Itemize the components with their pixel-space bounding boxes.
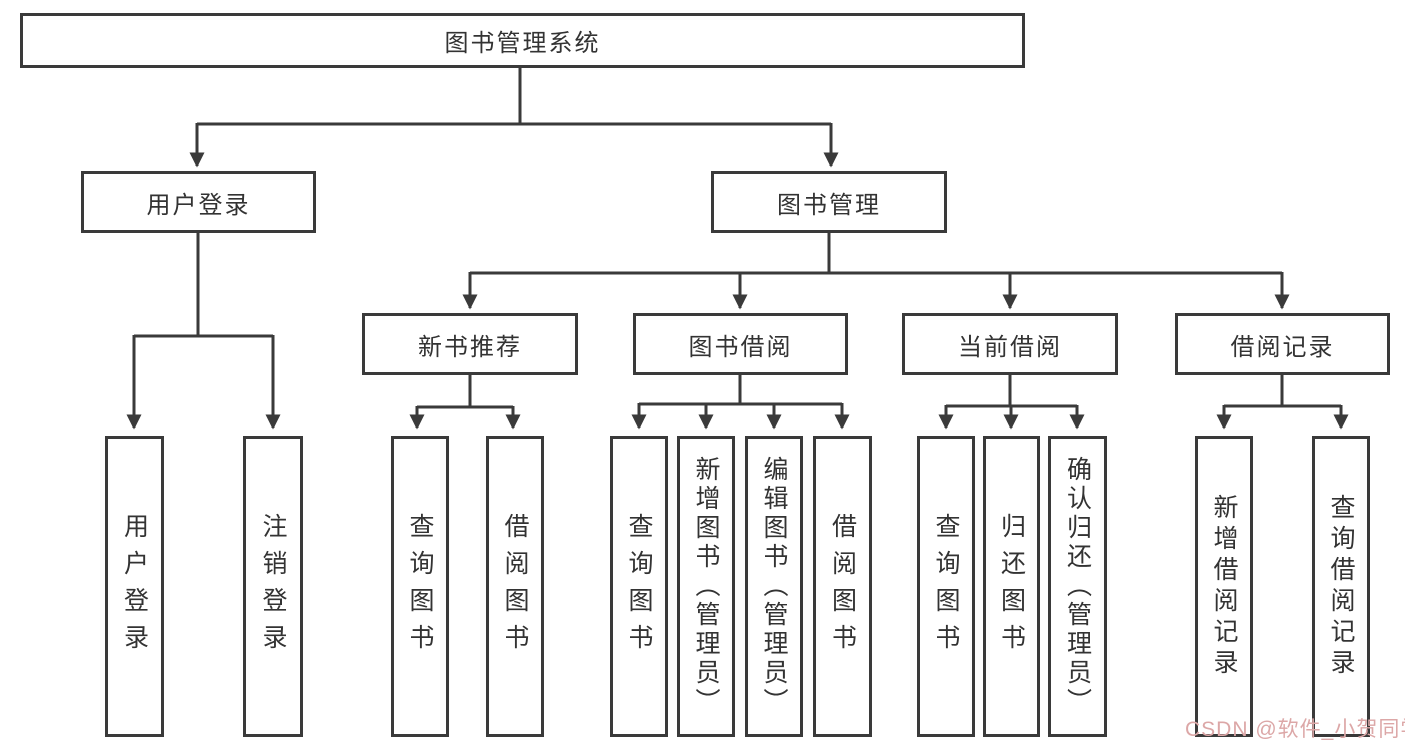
leaf-logout-label: 注销登录 <box>259 512 287 661</box>
leaf-logout: 注销登录 <box>243 436 303 737</box>
node-new-book-recommend: 新书推荐 <box>362 313 578 375</box>
node-book-borrowing: 图书借阅 <box>633 313 848 375</box>
leaf-borrow-books-newgroup-label: 借阅图书 <box>501 512 529 661</box>
leaf-add-borrow-record-label: 新增借阅记录 <box>1210 493 1238 680</box>
leaf-user-login: 用户登录 <box>105 436 164 737</box>
leaf-edit-books-admin: 编辑图书（管理员） <box>745 436 803 737</box>
leaf-return-books-label: 归还图书 <box>997 512 1026 661</box>
node-book-management-branch: 图书管理 <box>711 171 947 233</box>
leaf-query-books-borrowgroup-label: 查询图书 <box>625 512 653 661</box>
csdn-watermark: CSDN @软件_小贺同学 <box>1185 718 1405 741</box>
leaf-return-books: 归还图书 <box>983 436 1040 737</box>
leaf-add-books-admin-label: 新增图书（管理员） <box>692 456 720 717</box>
leaf-borrow-books-borrowgroup: 借阅图书 <box>813 436 872 737</box>
leaf-query-borrow-record: 查询借阅记录 <box>1312 436 1370 737</box>
leaf-query-books-currentgroup-label: 查询图书 <box>932 512 960 661</box>
root-node-system: 图书管理系统 <box>20 13 1025 68</box>
leaf-query-books-newgroup: 查询图书 <box>391 436 449 737</box>
leaf-add-books-admin: 新增图书（管理员） <box>677 436 735 737</box>
leaf-query-books-currentgroup: 查询图书 <box>917 436 975 737</box>
leaf-query-books-borrowgroup: 查询图书 <box>610 436 668 737</box>
node-borrowing-records: 借阅记录 <box>1175 313 1390 375</box>
leaf-confirm-return-admin-label: 确认归还（管理员） <box>1063 456 1092 717</box>
node-current-borrowing: 当前借阅 <box>902 313 1118 375</box>
leaf-borrow-books-newgroup: 借阅图书 <box>486 436 544 737</box>
leaf-user-login-label: 用户登录 <box>120 512 149 661</box>
leaf-edit-books-admin-label: 编辑图书（管理员） <box>760 456 788 717</box>
leaf-query-books-newgroup-label: 查询图书 <box>406 512 434 661</box>
node-user-login-branch: 用户登录 <box>81 171 316 233</box>
leaf-borrow-books-borrowgroup-label: 借阅图书 <box>828 512 857 661</box>
leaf-add-borrow-record: 新增借阅记录 <box>1195 436 1253 737</box>
leaf-confirm-return-admin: 确认归还（管理员） <box>1048 436 1107 737</box>
leaf-query-borrow-record-label: 查询借阅记录 <box>1327 493 1355 680</box>
